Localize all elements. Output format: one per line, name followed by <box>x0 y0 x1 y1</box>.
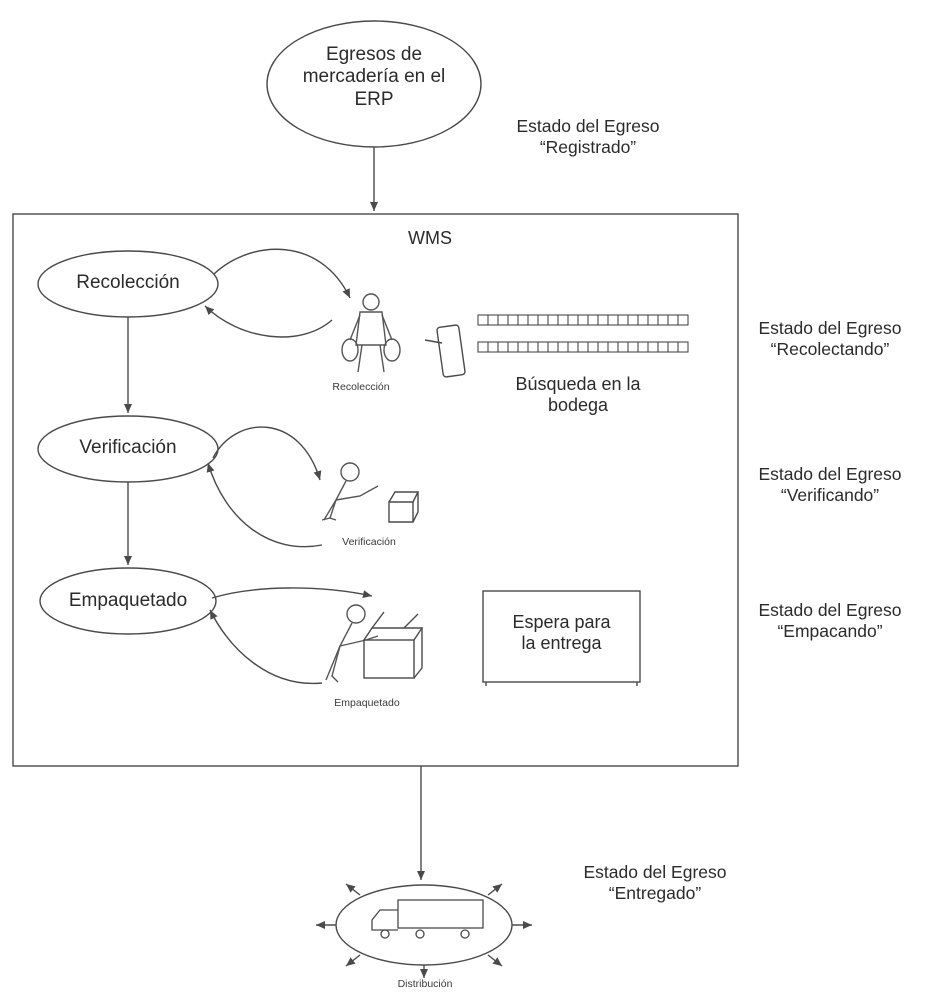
espera-line-2: la entrega <box>521 633 602 654</box>
empaquetado-ellipse <box>39 567 217 635</box>
state-entregado: Estado del Egreso “Entregado” <box>565 862 745 903</box>
verificacion-loop-back-arrow <box>206 462 323 548</box>
scanner-icon <box>424 324 466 378</box>
distribucion-caption: Distribución <box>397 978 453 990</box>
state-entregado-line-2: “Entregado” <box>608 882 702 903</box>
state-verificando: Estado del Egreso “Verificando” <box>740 464 920 505</box>
verificacion-caption: Verificación <box>342 536 396 548</box>
empaquetado-box-icon <box>363 611 424 679</box>
espera-label: Espera para la entrega <box>483 612 640 654</box>
state-recolectando: Estado del Egreso “Recolectando” <box>740 318 920 359</box>
busqueda-line-1: Búsqueda en la <box>515 374 641 394</box>
verificacion-box-icon <box>388 491 420 523</box>
verificacion-loop-out-arrow <box>212 426 322 481</box>
state-verificando-line-2: “Verificando” <box>780 484 880 505</box>
shelf-racks-icon <box>477 314 689 353</box>
empaquetado-label: Empaquetado <box>68 590 188 611</box>
state-registrado: Estado del Egreso “Registrado” <box>498 116 678 157</box>
recoleccion-loop-out-arrow <box>213 248 351 299</box>
state-empacando-line-1: Estado del Egreso <box>758 600 902 620</box>
recoleccion-loop-back-arrow <box>204 305 333 338</box>
wms-title: WMS <box>408 228 452 248</box>
truck-icon <box>371 899 484 939</box>
erp-line-3: ERP <box>354 88 394 110</box>
espera-box <box>482 590 641 683</box>
state-recolectando-line-2: “Recolectando” <box>770 338 890 359</box>
erp-line-2: mercadería en el <box>302 66 446 88</box>
state-registrado-line-1: Estado del Egreso <box>516 116 660 136</box>
recolector-figure-icon <box>341 293 401 373</box>
recoleccion-label: Recolección <box>76 272 180 293</box>
erp-node-label: Egresos de mercadería en el ERP <box>274 44 474 111</box>
erp-line-1: Egresos de <box>325 44 423 65</box>
busqueda-line-2: bodega <box>547 395 609 416</box>
wms-container <box>12 213 739 767</box>
verificador-figure-icon <box>321 462 379 521</box>
empaquetado-loop-back-arrow <box>209 609 323 685</box>
espera-line-1: Espera para <box>512 612 611 632</box>
state-registrado-line-2: “Registrado” <box>539 136 637 157</box>
empacador-figure-icon <box>325 604 379 683</box>
state-entregado-line-1: Estado del Egreso <box>583 862 727 882</box>
distribution-rays-icon <box>316 883 532 978</box>
busqueda-label: Búsqueda en la bodega <box>488 374 668 416</box>
recoleccion-caption: Recolección <box>332 381 390 393</box>
distribucion-ellipse <box>335 884 513 966</box>
state-empacando-line-2: “Empacando” <box>777 620 883 641</box>
verificacion-label: Verificación <box>79 437 177 458</box>
empaquetado-caption: Empaquetado <box>334 697 400 709</box>
state-verificando-line-1: Estado del Egreso <box>758 464 902 484</box>
empaquetado-loop-out-arrow <box>211 587 373 599</box>
state-empacando: Estado del Egreso “Empacando” <box>740 600 920 641</box>
state-recolectando-line-1: Estado del Egreso <box>758 318 902 338</box>
